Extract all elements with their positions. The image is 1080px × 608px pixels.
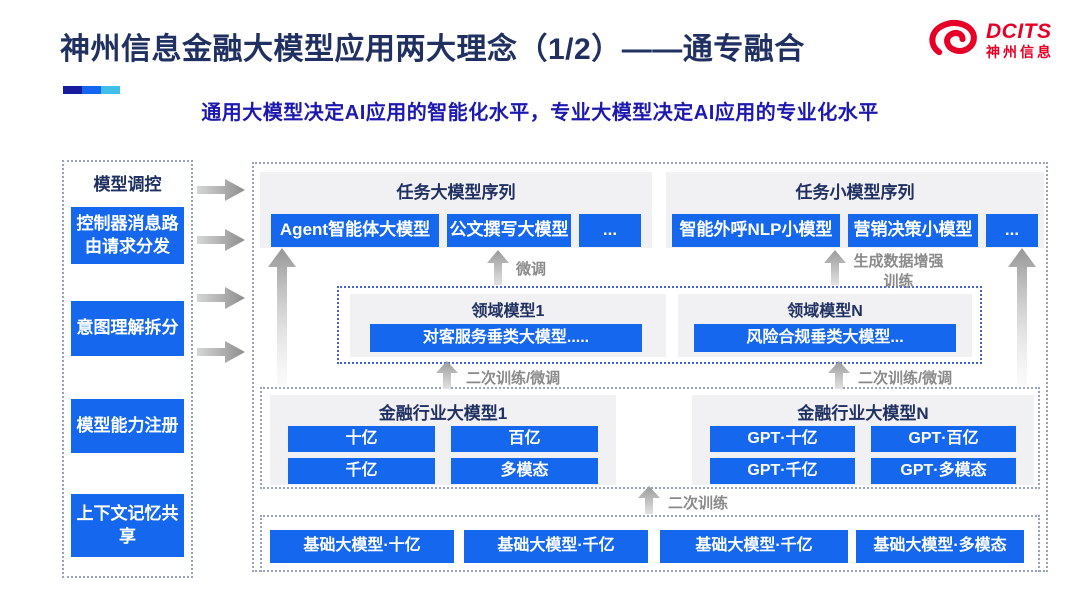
industry-model-grid: GPT·十亿 GPT·百亿 GPT·千亿 GPT·多模态 bbox=[710, 426, 1016, 484]
model-chip-multimodal: 多模态 bbox=[451, 458, 598, 484]
domain-model-group-1: 领域模型1 对客服务垂类大模型..... bbox=[350, 294, 666, 357]
control-item-intent: 意图理解拆分 bbox=[71, 301, 184, 356]
dcits-logo: DCITS 神州信息 bbox=[927, 18, 1054, 62]
right-arrow-icon bbox=[197, 179, 245, 201]
accent-bar-segment bbox=[101, 86, 120, 94]
group-title: 任务小模型序列 bbox=[795, 183, 915, 202]
arrow-label-retrain-finetune: 二次训练/微调 bbox=[466, 370, 561, 387]
model-chip-gpt-1b: GPT·十亿 bbox=[710, 426, 855, 452]
up-arrow-tall-icon bbox=[1008, 248, 1036, 388]
arrow-label-finetune: 微调 bbox=[516, 261, 547, 278]
base-model-chip: 基础大模型·千亿 bbox=[464, 530, 648, 563]
model-chip-document: 公文撰写大模型 bbox=[447, 214, 571, 247]
title-accent-bar bbox=[63, 86, 120, 94]
task-small-model-group: 任务小模型序列 智能外呼NLP小模型 营销决策小模型 ... bbox=[666, 172, 1044, 248]
industry-model-layer: 金融行业大模型1 十亿 百亿 千亿 多模态 金融行业大模型N GPT·十亿 GP… bbox=[260, 387, 1040, 489]
industry-model-group-1: 金融行业大模型1 十亿 百亿 千亿 多模态 bbox=[270, 395, 616, 485]
accent-bar-segment bbox=[63, 86, 82, 94]
task-large-model-row: Agent智能体大模型 公文撰写大模型 ... bbox=[266, 214, 646, 247]
base-model-chip: 基础大模型·多模态 bbox=[856, 530, 1024, 563]
arrow-label-gen-augment: 生成数据增强训练 bbox=[853, 253, 944, 290]
model-chip-agent: Agent智能体大模型 bbox=[271, 214, 439, 247]
right-arrow-icon bbox=[197, 229, 245, 251]
model-chip-gpt-100b: GPT·千亿 bbox=[710, 458, 855, 484]
base-model-layer: 基础大模型·十亿 基础大模型·千亿 基础大模型·千亿 基础大模型·多模态 bbox=[260, 515, 1040, 572]
model-chip-outcall-nlp: 智能外呼NLP小模型 bbox=[672, 214, 840, 247]
task-large-model-group: 任务大模型序列 Agent智能体大模型 公文撰写大模型 ... bbox=[260, 172, 652, 248]
logo-name: DCITS bbox=[986, 19, 1052, 43]
up-arrow-icon bbox=[828, 361, 850, 389]
industry-model-grid: 十亿 百亿 千亿 多模态 bbox=[288, 426, 598, 484]
group-title: 金融行业大模型N bbox=[797, 404, 929, 423]
up-arrow-icon bbox=[436, 361, 458, 389]
base-model-chip: 基础大模型·千亿 bbox=[660, 530, 848, 563]
arrow-label-retrain: 二次训练 bbox=[668, 495, 729, 512]
arrow-label-retrain-finetune: 二次训练/微调 bbox=[858, 370, 953, 387]
up-arrow-icon bbox=[638, 486, 660, 514]
dcits-swirl-icon bbox=[929, 19, 977, 56]
slide-subtitle: 通用大模型决定AI应用的智能化水平，专业大模型决定AI应用的专业化水平 bbox=[201, 102, 879, 124]
model-control-title: 模型调控 bbox=[93, 175, 162, 194]
industry-model-group-n: 金融行业大模型N GPT·十亿 GPT·百亿 GPT·千亿 GPT·多模态 bbox=[692, 395, 1034, 485]
group-title: 领域模型N bbox=[787, 303, 863, 320]
accent-bar-segment bbox=[82, 86, 101, 94]
model-chip-marketing: 营销决策小模型 bbox=[848, 214, 978, 247]
model-chip-gpt-multimodal: GPT·多模态 bbox=[871, 458, 1016, 484]
page-title: 神州信息金融大模型应用两大理念（1/2）——通专融合 bbox=[60, 33, 805, 66]
model-chip-100b: 千亿 bbox=[288, 458, 435, 484]
domain-model-group-n: 领域模型N 风险合规垂类大模型... bbox=[678, 294, 972, 357]
model-chip-more: ... bbox=[579, 214, 641, 247]
dcits-logo-text: DCITS 神州信息 bbox=[986, 19, 1054, 60]
domain-model-layer: 领域模型1 对客服务垂类大模型..... 领域模型N 风险合规垂类大模型... bbox=[337, 286, 982, 364]
group-title: 领域模型1 bbox=[471, 303, 545, 320]
group-title: 任务大模型序列 bbox=[396, 183, 516, 202]
model-chip-gpt-10b: GPT·百亿 bbox=[871, 426, 1016, 452]
logo-name-cn: 神州信息 bbox=[986, 43, 1054, 60]
right-arrow-icon bbox=[197, 341, 245, 363]
model-chip-risk-compliance: 风险合规垂类大模型... bbox=[694, 324, 956, 352]
control-item-register: 模型能力注册 bbox=[71, 399, 184, 453]
base-model-chip: 基础大模型·十亿 bbox=[270, 530, 454, 563]
control-item-router: 控制器消息路由请求分发 bbox=[71, 207, 184, 264]
task-small-model-row: 智能外呼NLP小模型 营销决策小模型 ... bbox=[672, 214, 1038, 247]
control-item-context: 上下文记忆共享 bbox=[71, 494, 184, 557]
model-chip-10b: 百亿 bbox=[451, 426, 598, 452]
up-arrow-icon bbox=[824, 250, 846, 285]
model-chip-1b: 十亿 bbox=[288, 426, 435, 452]
group-title: 金融行业大模型1 bbox=[378, 404, 508, 423]
model-control-panel: 模型调控 控制器消息路由请求分发 意图理解拆分 模型能力注册 上下文记忆共享 bbox=[62, 160, 193, 578]
architecture-diagram: 任务大模型序列 Agent智能体大模型 公文撰写大模型 ... 任务小模型序列 … bbox=[252, 162, 1048, 572]
model-chip-more: ... bbox=[986, 214, 1038, 247]
up-arrow-tall-icon bbox=[268, 248, 296, 388]
model-chip-customer-service: 对客服务垂类大模型..... bbox=[370, 324, 642, 352]
up-arrow-icon bbox=[487, 250, 509, 285]
right-arrow-icon bbox=[197, 287, 245, 309]
